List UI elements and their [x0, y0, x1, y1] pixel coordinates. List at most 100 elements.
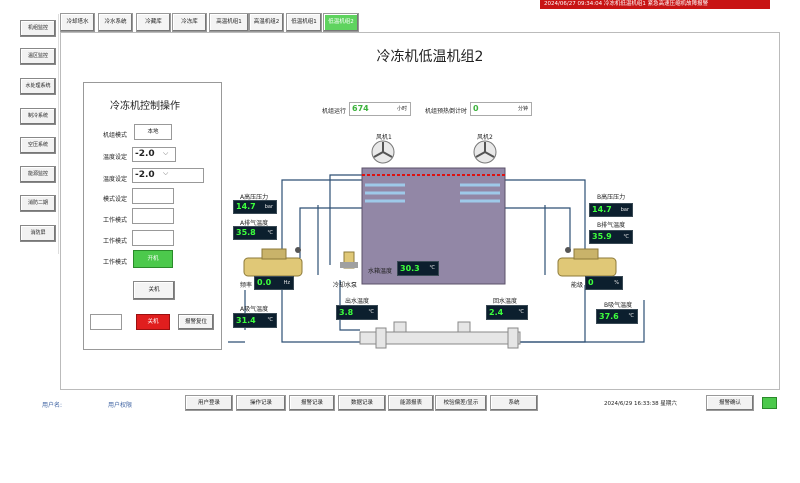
outlet-temp-value: 3.8: [339, 308, 354, 317]
nav-item-1[interactable]: 温区监控: [20, 48, 56, 65]
outlet-temp-display: 3.8 ℃: [336, 305, 378, 320]
fan-2-icon: [473, 140, 497, 164]
footer-button-data-log[interactable]: 数据记录: [338, 395, 386, 411]
preheat-unit: 分钟: [517, 106, 528, 112]
tank-temp-display: 30.3 ℃: [397, 261, 439, 276]
a-suction-temp-display: 31.4 ℃: [233, 313, 277, 328]
preheat-label: 机组预热倒计时: [425, 108, 468, 115]
a-high-pressure-label: A高压压力: [240, 194, 269, 201]
footer-button-calib[interactable]: 校验偏差/显示: [435, 395, 487, 411]
compressor-b-icon: [557, 247, 617, 277]
work-mode-field-2[interactable]: [132, 230, 174, 246]
nav-item-5[interactable]: 能源监控: [20, 166, 56, 183]
runtime-unit: 小时: [396, 106, 407, 112]
footer-button-login[interactable]: 用户登录: [185, 395, 233, 411]
tab-3[interactable]: 冷冻库: [172, 13, 207, 32]
return-temp-value: 2.4: [489, 308, 504, 317]
datetime-text: 2024/6/29 16:33:38 星期六: [604, 401, 677, 407]
status-indicator: [762, 397, 777, 409]
row-label-3: 模式设定: [103, 196, 128, 203]
return-temp-unit: ℃: [518, 309, 524, 315]
tab-4[interactable]: 高温机组1: [209, 13, 249, 32]
a-high-pressure-value: 14.7: [236, 202, 256, 211]
preheat-value: 0: [473, 104, 479, 113]
b-suction-temp-value: 37.6: [599, 312, 619, 321]
nav-item-0[interactable]: 机组监控: [20, 20, 56, 37]
mode-setting-field[interactable]: [132, 188, 174, 204]
preheat-display: 0 分钟: [470, 102, 532, 116]
footer-button-ops-log[interactable]: 操作记录: [236, 395, 286, 411]
tab-5[interactable]: 高温机组2: [249, 13, 284, 32]
tank-temp-label: 水箱温度: [368, 268, 393, 275]
a-suction-temp-unit: ℃: [267, 317, 273, 323]
perm-label: 用户权限: [108, 402, 133, 409]
fan-2-label: 风机2: [477, 134, 493, 141]
b-discharge-temp-display: 35.9 ℃: [589, 230, 633, 244]
b-high-pressure-label: B高压压力: [597, 194, 626, 201]
a-high-pressure-display: 14.7 bar: [233, 200, 277, 214]
user-label: 用户名:: [42, 402, 63, 409]
tab-1[interactable]: 冷水系统: [98, 13, 133, 32]
a-discharge-temp-label: A排气温度: [240, 220, 269, 227]
mode-field[interactable]: 本地: [134, 124, 172, 140]
stop-button[interactable]: 关机: [136, 314, 170, 330]
a-discharge-temp-unit: ℃: [267, 230, 273, 236]
b-suction-temp-label: B吸气温度: [604, 302, 633, 309]
temp-setpoint-2[interactable]: -2.0: [132, 168, 204, 183]
b-capacity-display: 0 %: [585, 276, 623, 290]
shutdown-button[interactable]: 关机: [133, 281, 175, 300]
alarm-reset-button[interactable]: 报警复位: [178, 314, 214, 330]
b-discharge-temp-label: B排气温度: [597, 222, 626, 229]
dropdown-2-icon[interactable]: ⌵: [163, 169, 169, 177]
nav-item-3[interactable]: 制冷系统: [20, 108, 56, 125]
a-high-pressure-unit: bar: [264, 204, 273, 210]
left-nav-rail: [18, 14, 59, 254]
top-strip: 2024/06/27 09:34:04 冷冻机低温机组1 紧急高速压缩机故障报警: [0, 0, 800, 9]
b-suction-temp-display: 37.6 ℃: [596, 309, 638, 324]
footer-button-alarm-log[interactable]: 报警记录: [289, 395, 335, 411]
alarm-confirm-button[interactable]: 报警确认: [706, 395, 754, 411]
row-label-5: 工作模式: [103, 238, 128, 245]
tab-7[interactable]: 低温机组2: [323, 13, 359, 32]
b-suction-temp-unit: ℃: [628, 313, 634, 319]
nav-item-7[interactable]: 消防屏: [20, 225, 56, 242]
a-suction-temp-label: A吸气温度: [240, 306, 269, 313]
manifold: [359, 321, 521, 349]
nav-item-6[interactable]: 消防二期: [20, 195, 56, 212]
page-title: 冷冻机低温机组2: [376, 49, 484, 65]
tab-2[interactable]: 冷藏库: [136, 13, 171, 32]
a-frequency-label: 频率: [240, 282, 253, 289]
return-temp-label: 回水温度: [493, 298, 518, 305]
work-mode-field-1[interactable]: [132, 208, 174, 224]
temp-setpoint-1[interactable]: -2.0: [132, 147, 176, 162]
alarm-text: 2024/06/27 09:34:04 冷冻机低温机组1 紧急高速压缩机故障报警: [544, 1, 709, 7]
runtime-label: 机组运行: [322, 108, 347, 115]
a-frequency-unit: Hz: [283, 280, 290, 286]
outlet-temp-label: 出水温度: [345, 298, 370, 305]
footer-button-energy-report[interactable]: 能源报表: [388, 395, 434, 411]
nav-item-2[interactable]: 水处理系统: [20, 78, 56, 95]
row-label-2: 温度设定: [103, 176, 128, 183]
a-suction-temp-value: 31.4: [236, 316, 256, 325]
fan-1-label: 风机1: [376, 134, 392, 141]
pump-icon: [340, 251, 358, 269]
fan-1-icon: [371, 140, 395, 164]
start-button[interactable]: 开机: [133, 250, 173, 268]
footer-button-system[interactable]: 系统: [490, 395, 538, 411]
nav-item-4[interactable]: 空压系统: [20, 137, 56, 154]
tank-temp-unit: ℃: [429, 265, 435, 271]
b-high-pressure-display: 14.7 bar: [589, 203, 633, 217]
row-label-6: 工作模式: [103, 259, 128, 266]
alarm-banner[interactable]: 2024/06/27 09:34:04 冷冻机低温机组1 紧急高速压缩机故障报警: [540, 0, 770, 9]
b-capacity-label: 能级: [571, 282, 584, 289]
outlet-temp-unit: ℃: [368, 309, 374, 315]
dropdown-1-icon[interactable]: ⌵: [163, 149, 169, 157]
b-high-pressure-unit: bar: [620, 207, 629, 213]
tab-0[interactable]: 冷却塔水: [60, 13, 95, 32]
blank-field[interactable]: [90, 314, 122, 330]
tank-temp-value: 30.3: [400, 264, 420, 273]
a-frequency-display: 0.0 Hz: [254, 276, 294, 290]
tab-6[interactable]: 低温机组1: [286, 13, 322, 32]
a-discharge-temp-display: 35.8 ℃: [233, 226, 277, 240]
